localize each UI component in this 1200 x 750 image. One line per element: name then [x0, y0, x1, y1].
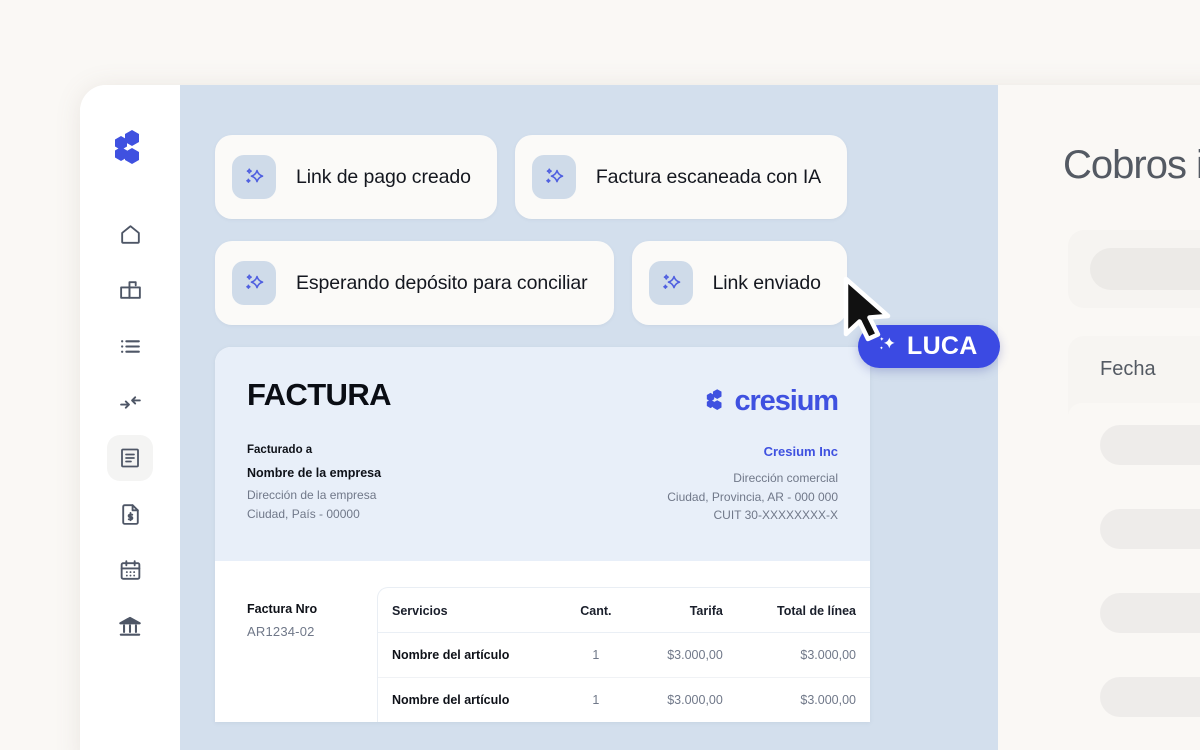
document-dollar-icon	[118, 502, 143, 527]
sidebar	[80, 85, 180, 750]
cell-qty: 1	[559, 632, 633, 678]
status-chip[interactable]: Link de pago creado	[215, 135, 497, 219]
skeleton-row	[1100, 509, 1200, 549]
status-chip-label: Esperando depósito para conciliar	[296, 271, 588, 294]
sidebar-item-inbox[interactable]	[107, 267, 153, 313]
billed-to-address-2: Ciudad, País - 00000	[247, 506, 360, 521]
filters-skeleton-card	[1068, 230, 1200, 308]
skeleton-row	[1100, 593, 1200, 633]
collections-table: Fecha	[1068, 336, 1200, 717]
invoice-title: FACTURA	[247, 377, 392, 412]
status-chip-label: Link de pago creado	[296, 165, 471, 188]
issuer-address-label: Dirección comercial	[733, 471, 838, 485]
status-chip-label: Link enviado	[712, 271, 821, 294]
inbox-tray-icon	[118, 278, 143, 303]
sidebar-item-invoices[interactable]	[107, 435, 153, 481]
sidebar-item-home[interactable]	[107, 211, 153, 257]
skeleton-pill	[1090, 248, 1200, 290]
col-header-tarifa: Tarifa	[632, 587, 737, 633]
cell-total: $3.000,00	[800, 692, 856, 707]
invoice-header: FACTURA	[215, 347, 870, 561]
invoice-number-label: Factura Nro	[247, 601, 318, 616]
sidebar-item-list[interactable]	[107, 323, 153, 369]
cell-service: Nombre del artículo	[392, 692, 510, 707]
sparkle-ai-icon	[232, 261, 276, 305]
invoice-number-block: Factura Nro AR1234-02	[247, 587, 377, 722]
cresium-hex-logo-icon[interactable]	[107, 123, 153, 169]
issuer-name: Cresium Inc	[763, 444, 838, 459]
status-chip[interactable]: Esperando depósito para conciliar	[215, 241, 614, 325]
sparkle-ai-icon	[232, 155, 276, 199]
status-chip[interactable]: Link enviado	[631, 241, 847, 325]
table-row: Nombre del artículo 1 $3.000,00 $3.000,0…	[378, 632, 870, 678]
sidebar-item-bank[interactable]	[107, 603, 153, 649]
sparkle-ai-icon	[531, 155, 576, 199]
sidebar-item-calendar[interactable]	[107, 547, 153, 593]
invoice-brand-logo: cresium	[705, 377, 839, 418]
merge-arrows-icon	[118, 390, 143, 415]
issuer-tax-id: CUIT 30-XXXXXXXX-X	[713, 508, 839, 523]
luca-assistant-badge[interactable]: LUCA	[858, 325, 1000, 368]
invoice-line-items-table: Servicios Cant. Tarifa Total de línea No…	[377, 586, 870, 722]
luca-label: LUCA	[907, 332, 978, 360]
col-header-fecha: Fecha	[1100, 358, 1156, 380]
skeleton-row	[1100, 677, 1200, 717]
issuer-address-line: Ciudad, Provincia, AR - 000 000	[667, 489, 838, 504]
sparkle-ai-icon	[876, 334, 897, 360]
cell-total: $3.000,00	[736, 632, 870, 678]
app-window: Link de pago creado Factura escaneada co…	[80, 85, 1200, 750]
col-header-cantidad: Cant.	[559, 587, 633, 633]
cresium-hex-logo-icon	[705, 387, 727, 416]
invoice-body: Factura Nro AR1234-02 Servicios Cant. Ta…	[215, 561, 870, 722]
cell-rate: $3.000,00	[632, 632, 737, 678]
cell-qty: 1	[592, 692, 600, 707]
cell-rate: $3.000,00	[667, 692, 723, 707]
home-icon	[118, 222, 143, 247]
invoice-number-value: AR1234-02	[247, 623, 315, 639]
status-chip-label: Factura escaneada con IA	[595, 165, 822, 188]
status-chip-grid: Link de pago creado Factura escaneada co…	[215, 135, 875, 325]
page-title: Cobros inte	[1063, 143, 1200, 187]
invoice-billed-to: Facturado a Nombre de la empresa Direcci…	[247, 444, 381, 525]
billed-to-name: Nombre de la empresa	[247, 466, 382, 480]
invoice-issuer: Cresium Inc Dirección comercial Ciudad, …	[667, 444, 838, 525]
col-header-servicios: Servicios	[378, 587, 559, 633]
sidebar-item-reconcile[interactable]	[107, 379, 153, 425]
sparkle-ai-icon	[648, 261, 693, 305]
arrow-cursor-icon	[841, 276, 897, 349]
invoice-brand-wordmark: cresium	[734, 385, 839, 417]
receipt-icon	[118, 446, 142, 470]
right-pane: Cobros inte Fecha	[998, 85, 1200, 750]
status-chip[interactable]: Factura escaneada con IA	[514, 135, 848, 219]
invoice-preview-card: FACTURA	[215, 347, 870, 722]
bank-icon	[117, 613, 143, 639]
skeleton-rows	[1068, 403, 1200, 717]
billed-to-label: Facturado a	[247, 444, 313, 456]
list-icon	[118, 334, 143, 359]
skeleton-row	[1100, 425, 1200, 465]
billed-to-address-1: Dirección de la empresa	[247, 488, 377, 502]
cell-service: Nombre del artículo	[378, 632, 559, 678]
col-header-total: Total de línea	[736, 587, 870, 633]
table-row: Nombre del artículo 1 $3.000,00 $3.000,0…	[378, 677, 870, 722]
table-header-row: Servicios Cant. Tarifa Total de línea	[378, 587, 870, 633]
main-pane: Link de pago creado Factura escaneada co…	[180, 85, 998, 750]
calendar-icon	[118, 558, 143, 583]
sidebar-item-quotes[interactable]	[107, 491, 153, 537]
sidebar-nav	[107, 211, 153, 649]
